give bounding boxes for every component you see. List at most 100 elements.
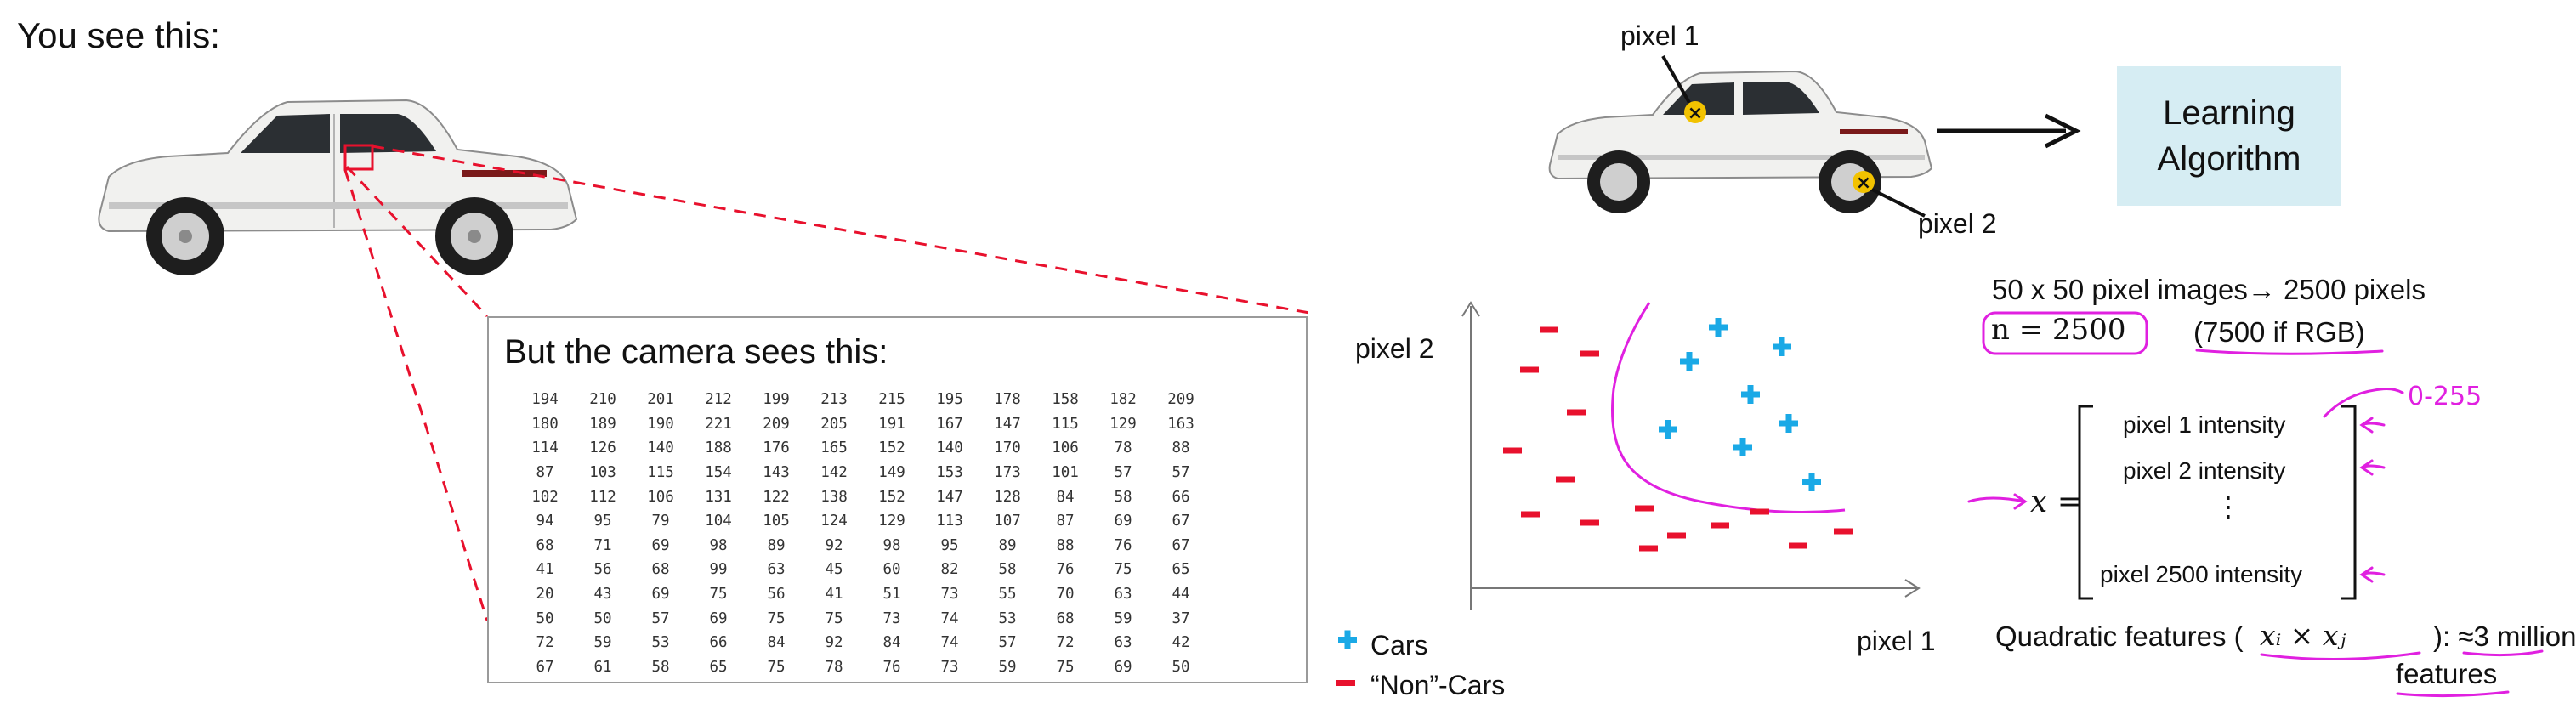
car-sample-point: [1709, 318, 1728, 337]
pixel-value: 163: [1167, 415, 1194, 433]
pixel-value: 99: [709, 561, 728, 579]
pixel-value: 124: [820, 513, 848, 530]
pixel-value: 63: [1114, 634, 1132, 652]
car-sample-point: [1773, 337, 1791, 356]
pixel-value: 140: [647, 439, 674, 457]
pixel-value: 65: [709, 658, 728, 676]
vector-x-arrow: [1967, 493, 2028, 510]
pixel-value: 106: [1052, 439, 1079, 457]
pixel-value: 41: [825, 586, 843, 604]
pixel-value: 103: [589, 464, 616, 482]
pixel-value: 167: [936, 415, 963, 433]
pixel-value: 50: [1172, 658, 1190, 676]
pixel-value: 58: [1114, 488, 1132, 506]
pixel-value: 68: [651, 561, 670, 579]
features-underline: [2396, 690, 2510, 698]
pixel-value: 114: [531, 439, 559, 457]
quadratic-features-prefix: Quadratic features (: [1995, 621, 2244, 652]
pixel-value: 50: [536, 609, 554, 627]
feature-vector-label: x =: [2030, 485, 2083, 519]
pixel-value: 88: [1056, 536, 1075, 554]
pixel-value: 104: [705, 513, 732, 530]
pixel-value: 210: [589, 391, 616, 409]
pixel-value: 75: [1056, 658, 1075, 676]
pixel-value: 68: [536, 536, 554, 554]
pixel-value: 43: [593, 586, 612, 604]
vector-entry-pixel-2: pixel 2 intensity: [2123, 457, 2286, 484]
pixel-value: 69: [651, 536, 670, 554]
pixel-value: 63: [767, 561, 786, 579]
pixel-value: 58: [651, 658, 670, 676]
pixel-value: 113: [936, 513, 963, 530]
noncar-sample-point: [1520, 366, 1539, 373]
car-sample-point: [1659, 420, 1677, 439]
pixel-value: 147: [936, 488, 963, 506]
pixel-value: 41: [536, 561, 554, 579]
vector-entry-pixel-2500: pixel 2500 intensity: [2100, 561, 2303, 587]
legend-noncars-label: “Non”-Cars: [1370, 670, 1506, 700]
pixel-value: 82: [940, 561, 959, 579]
pixel-value: 51: [882, 586, 901, 604]
vector-right-bracket: [2341, 405, 2357, 600]
pixel-value: 69: [1114, 658, 1132, 676]
pixel-value: 95: [593, 513, 612, 530]
pixel-value: 213: [820, 391, 848, 409]
pixel-value: 58: [998, 561, 1017, 579]
pixel-value: 59: [998, 658, 1017, 676]
pixel-value: 73: [940, 586, 959, 604]
pixel-value: 165: [820, 439, 848, 457]
fact-rgb: (7500 if RGB): [2193, 316, 2365, 348]
pixel-value: 176: [763, 439, 790, 457]
range-link: [2323, 388, 2404, 418]
pixel-value: 68: [1056, 609, 1075, 627]
pixel-value: 129: [1109, 415, 1137, 433]
pixel-value: 131: [705, 488, 732, 506]
x-axis-arrow-icon: [1904, 579, 1921, 598]
pixel-value: 215: [878, 391, 905, 409]
pixel-value: 67: [1172, 513, 1190, 530]
noncar-sample-point: [1556, 476, 1575, 483]
legend-cars-label: Cars: [1370, 630, 1428, 660]
pixel-value: 78: [1114, 439, 1132, 457]
pixel-value: 128: [994, 488, 1021, 506]
pixel-value: 112: [589, 488, 616, 506]
quadratic-features-count: ): ≈3 million: [2433, 621, 2576, 652]
pixel-value: 138: [820, 488, 848, 506]
car-image-left: [98, 99, 578, 275]
pixel-value: 129: [878, 513, 905, 530]
pixel-value: 209: [763, 415, 790, 433]
pixel-value: 105: [763, 513, 790, 530]
pixel-value: 94: [536, 513, 554, 530]
pixel-value: 115: [1052, 415, 1079, 433]
pixel-value: 152: [878, 439, 905, 457]
car-image-right: [1548, 70, 1933, 213]
pixel-value: 115: [647, 464, 674, 482]
pixel-value: 73: [882, 609, 901, 627]
pixel-value: 147: [994, 415, 1021, 433]
pixel-value: 72: [536, 634, 554, 652]
pixel-value: 67: [536, 658, 554, 676]
pixel-value: 74: [940, 634, 959, 652]
pixel-value: 154: [705, 464, 732, 482]
car-classification-scatter: [1461, 301, 1921, 610]
pixel-value: 201: [647, 391, 674, 409]
pixel-value: 44: [1172, 586, 1190, 604]
quadratic-features-math: xᵢ × xⱼ: [2260, 619, 2346, 652]
pixel-value: 126: [589, 439, 616, 457]
pixel-value: 69: [709, 609, 728, 627]
pixel-value: 152: [878, 488, 905, 506]
pixel-value: 221: [705, 415, 732, 433]
pixel-value: 66: [1172, 488, 1190, 506]
pixel-value: 180: [531, 415, 559, 433]
pixel-value: 75: [709, 586, 728, 604]
noncar-sample-point: [1834, 528, 1853, 535]
pixel-value: 143: [763, 464, 790, 482]
